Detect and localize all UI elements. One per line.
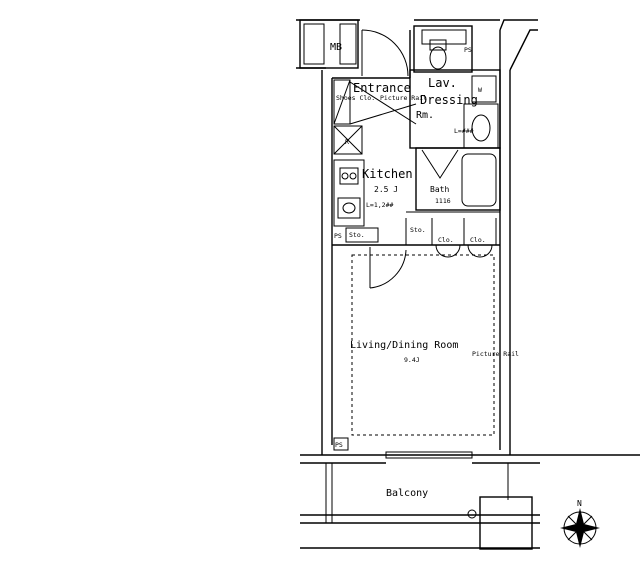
sto-kitchen-label: Sto. bbox=[349, 231, 365, 239]
bath-label: Bath bbox=[430, 185, 449, 194]
kitchen: PS bbox=[333, 159, 379, 243]
dressing-rm-label: Rm. bbox=[416, 110, 434, 121]
lav-l-label: L=### bbox=[454, 127, 474, 135]
balcony-unit bbox=[467, 496, 533, 550]
clo-1-label: Clo. bbox=[438, 236, 454, 244]
living-label: Living/Dining Room bbox=[350, 340, 458, 351]
entrance-label: Entrance bbox=[353, 81, 411, 95]
compass-icon: N bbox=[560, 499, 600, 548]
living-bottom: PS bbox=[333, 437, 473, 459]
bath-size-label: 1116 bbox=[435, 197, 451, 205]
dressing-label: Dressing bbox=[420, 93, 478, 107]
entrance-area: R bbox=[333, 79, 417, 155]
lavatory: PS bbox=[413, 25, 473, 73]
lav-label: Lav. bbox=[428, 76, 457, 90]
compass-north-label: N bbox=[577, 499, 582, 508]
ps-top-label: PS bbox=[464, 46, 472, 54]
kitchen-label: Kitchen bbox=[362, 167, 413, 181]
living-dashed-outline bbox=[351, 254, 495, 436]
kitchen-ceiling-label: L=1,2## bbox=[366, 201, 393, 209]
kitchen-area-label: 2.5 J bbox=[374, 185, 398, 194]
living-area-label: 9.4J bbox=[404, 356, 420, 364]
shoes-clo-label: Shoes Clo. bbox=[336, 94, 375, 102]
sto-mid-label: Sto. bbox=[410, 226, 426, 234]
clo-2-label: Clo. bbox=[470, 236, 486, 244]
meter-box: MB bbox=[299, 19, 359, 69]
r-mark: R bbox=[345, 138, 349, 146]
mb-label: MB bbox=[330, 42, 342, 53]
picture-rail-right-label: Picture Rail bbox=[472, 350, 519, 358]
picture-rail-top-label: Picture Rail bbox=[380, 94, 427, 102]
w-mark: W bbox=[478, 86, 482, 94]
ps-kitchen-label: PS bbox=[334, 232, 342, 240]
room-labels: Entrance Lav. Dressing Rm. Shoes Clo. Pi… bbox=[336, 76, 519, 499]
ps-living-label: PS bbox=[335, 441, 343, 449]
entrance-door bbox=[361, 29, 409, 77]
balcony-label: Balcony bbox=[386, 488, 428, 499]
interior-partitions bbox=[332, 211, 500, 289]
bath bbox=[415, 147, 501, 211]
